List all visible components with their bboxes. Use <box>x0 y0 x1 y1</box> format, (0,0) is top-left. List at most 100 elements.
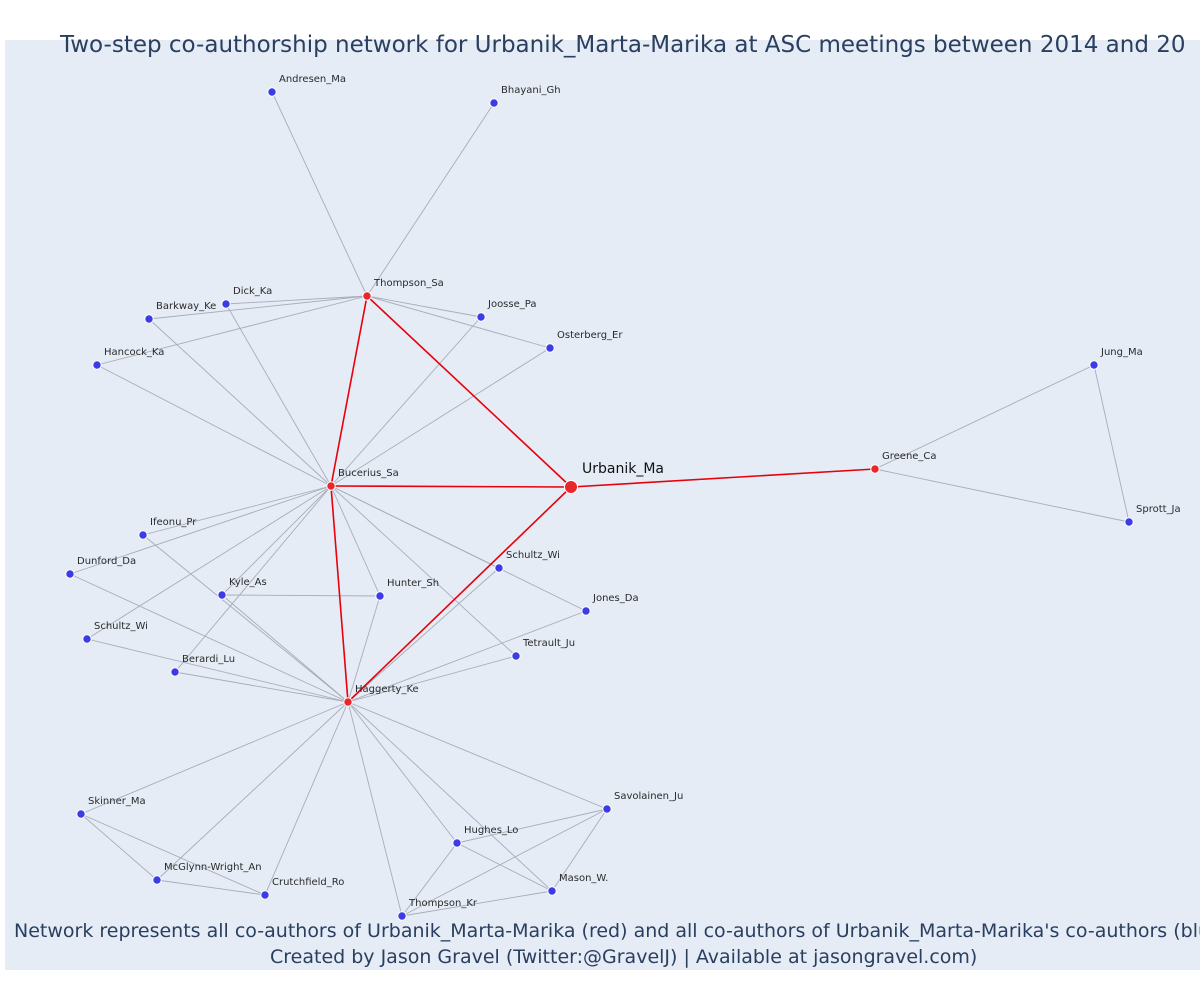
node-label-hunter: Hunter_Sh <box>387 578 439 589</box>
node-mcglynn[interactable] <box>152 875 162 885</box>
node-label-hughes: Hughes_Lo <box>464 825 518 836</box>
edge-bucerius-joosse <box>330 316 482 487</box>
node-label-urbanik: Urbanik_Ma <box>582 461 664 477</box>
node-label-kyle: Kyle_As <box>229 577 267 588</box>
node-andresen[interactable] <box>267 87 277 97</box>
node-label-thompson_sa: Thompson_Sa <box>373 278 444 289</box>
edge-thompson_sa-barkway <box>148 295 368 320</box>
edge-hughes-thompson_kr <box>401 842 458 917</box>
edge-thompson_sa-joosse <box>366 295 482 318</box>
edge-hughes-mason <box>456 842 553 892</box>
node-hancock[interactable] <box>92 360 102 370</box>
edge-haggerty-jones <box>347 610 587 703</box>
node-label-andresen: Andresen_Ma <box>279 74 346 85</box>
edge-bucerius-osterberg <box>330 347 551 487</box>
node-label-dick: Dick_Ka <box>233 286 272 297</box>
edge-savolainen-mason <box>551 808 608 892</box>
node-haggerty[interactable] <box>343 697 353 707</box>
node-label-haggerty: Haggerty_Ke <box>355 684 419 695</box>
node-mason[interactable] <box>547 886 557 896</box>
edge-haggerty-savolainen <box>347 701 608 810</box>
edge-savolainen-thompson_kr <box>401 808 608 917</box>
edge-haggerty-crutchfield <box>264 701 349 896</box>
edge-bucerius-haggerty <box>330 485 349 703</box>
node-label-ifeonu: Ifeonu_Pr <box>150 517 197 528</box>
edge-haggerty-dunford <box>69 573 349 703</box>
edge-skinner-mcglynn <box>80 813 158 881</box>
node-kyle[interactable] <box>217 590 227 600</box>
edge-bucerius-dunford <box>69 485 332 575</box>
edge-bucerius-hancock <box>96 364 332 487</box>
node-urbanik[interactable] <box>564 480 578 494</box>
node-greene[interactable] <box>870 464 880 474</box>
node-hunter[interactable] <box>375 591 385 601</box>
edge-bucerius-dick <box>225 303 332 487</box>
node-thompson_sa[interactable] <box>362 291 372 301</box>
node-label-bucerius: Bucerius_Sa <box>338 468 399 479</box>
edge-bucerius-ifeonu <box>142 485 332 536</box>
edge-kyle-hunter <box>221 594 381 597</box>
node-thompson_kr[interactable] <box>397 911 407 921</box>
edge-bucerius-tetrault <box>330 485 517 657</box>
node-label-jones: Jones_Da <box>592 593 639 604</box>
node-label-hancock: Hancock_Ka <box>104 347 164 358</box>
node-label-savolainen: Savolainen_Ju <box>614 791 683 802</box>
edge-bucerius-hunter <box>330 485 381 597</box>
node-schultz_wi_r[interactable] <box>494 563 504 573</box>
node-bucerius[interactable] <box>326 481 336 491</box>
edge-mason-thompson_kr <box>401 890 553 917</box>
node-label-sprott: Sprott_Ja <box>1136 504 1181 515</box>
edge-bucerius-kyle <box>221 485 332 596</box>
edge-greene-jung <box>874 364 1095 470</box>
edge-thompson_sa-dick <box>225 295 368 305</box>
edge-skinner-crutchfield <box>80 813 266 896</box>
node-schultz_wi_l[interactable] <box>82 634 92 644</box>
edge-bucerius-barkway <box>148 318 332 487</box>
edge-haggerty-kyle <box>221 594 349 703</box>
node-label-tetrault: Tetrault_Ju <box>522 638 575 649</box>
edge-hughes-savolainen <box>456 808 608 844</box>
node-label-crutchfield: Crutchfield_Ro <box>272 877 344 888</box>
node-crutchfield[interactable] <box>260 890 270 900</box>
node-jones[interactable] <box>581 606 591 616</box>
node-label-joosse: Joosse_Pa <box>487 299 536 310</box>
node-sprott[interactable] <box>1124 517 1134 527</box>
node-savolainen[interactable] <box>602 804 612 814</box>
node-skinner[interactable] <box>76 809 86 819</box>
edge-haggerty-hunter <box>347 595 381 703</box>
node-label-barkway: Barkway_Ke <box>156 301 216 312</box>
node-ifeonu[interactable] <box>138 530 148 540</box>
node-jung[interactable] <box>1089 360 1099 370</box>
node-dunford[interactable] <box>65 569 75 579</box>
edge-urbanik-haggerty <box>347 486 572 703</box>
node-label-mcglynn: McGlynn-Wright_An <box>164 862 262 873</box>
node-barkway[interactable] <box>144 314 154 324</box>
edge-thompson_sa-osterberg <box>366 295 551 349</box>
edge-haggerty-schultz_wi_l <box>86 638 349 703</box>
node-label-dunford: Dunford_Da <box>77 556 136 567</box>
edge-haggerty-tetrault <box>347 655 517 703</box>
node-label-greene: Greene_Ca <box>882 451 937 462</box>
node-label-mason: Mason_W. <box>559 873 608 884</box>
edge-bucerius-berardi <box>174 485 332 673</box>
edge-jung-sprott <box>1093 364 1130 523</box>
edge-urbanik-greene <box>570 468 876 488</box>
node-osterberg[interactable] <box>545 343 555 353</box>
footer-caption-line2: Created by Jason Gravel (Twitter:@Gravel… <box>270 946 977 968</box>
edge-thompson_sa-andresen <box>271 91 368 297</box>
node-label-bhayani: Bhayani_Gh <box>501 85 561 96</box>
node-label-jung: Jung_Ma <box>1100 347 1143 358</box>
node-label-thompson_kr: Thompson_Kr <box>408 898 478 909</box>
node-hughes[interactable] <box>452 838 462 848</box>
node-layer <box>65 87 1134 921</box>
edge-bucerius-schultz_wi_l <box>86 485 332 640</box>
node-dick[interactable] <box>221 299 231 309</box>
edge-layer <box>69 91 1130 917</box>
node-tetrault[interactable] <box>511 651 521 661</box>
node-berardi[interactable] <box>170 667 180 677</box>
footer-caption-line1: Network represents all co-authors of Urb… <box>14 920 1200 942</box>
node-joosse[interactable] <box>476 312 486 322</box>
node-bhayani[interactable] <box>489 98 499 108</box>
edge-thompson_sa-hancock <box>96 295 368 366</box>
